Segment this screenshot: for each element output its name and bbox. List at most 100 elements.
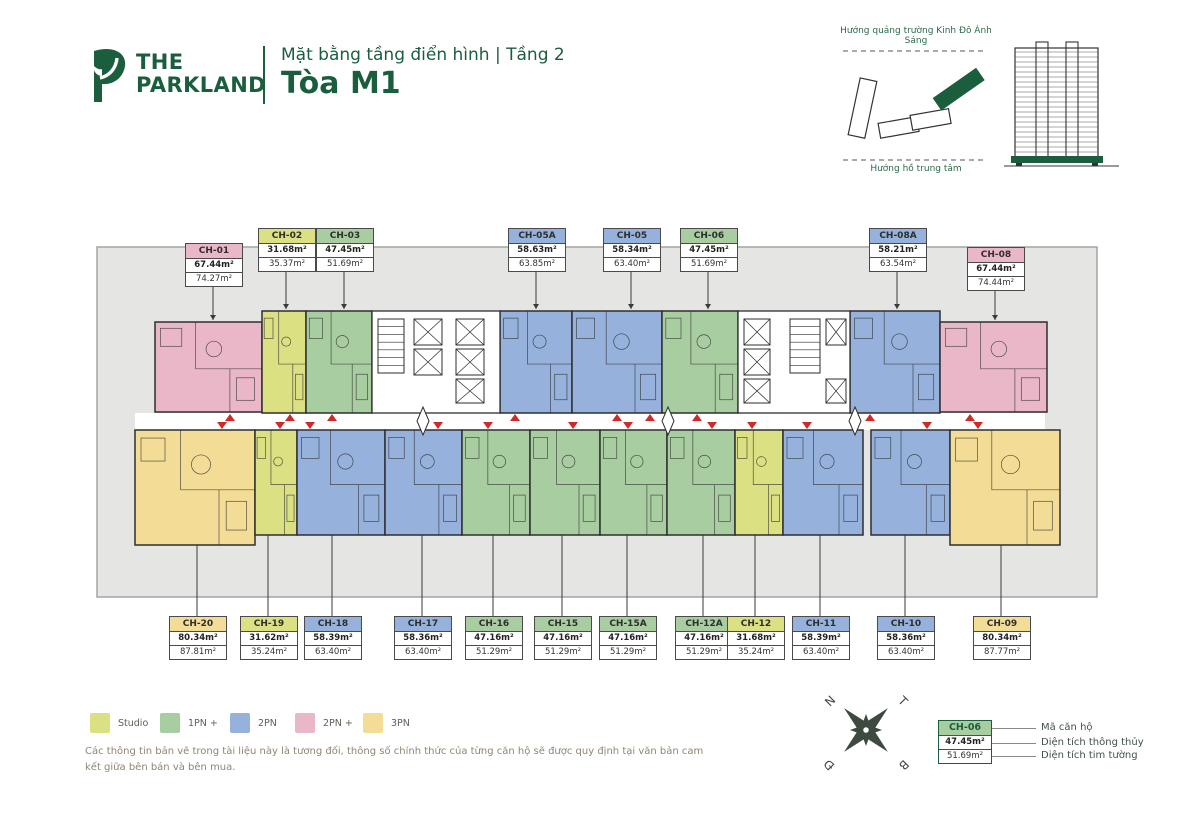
unit-code: CH-20	[170, 617, 226, 632]
key-note-label-code: Mã căn hộ	[1041, 722, 1093, 733]
parkland-logo-icon	[94, 48, 126, 102]
unit-area-net: 80.34m²	[170, 632, 226, 646]
unit-CH-15	[529, 429, 601, 536]
unit-label-CH-10: CH-10 58.36m² 63.40m²	[877, 616, 935, 660]
key-note-line	[992, 728, 1036, 729]
unit-code: CH-08A	[870, 229, 926, 244]
unit-CH-03	[305, 310, 373, 414]
unit-code: CH-01	[186, 244, 242, 259]
legend-label: 3PN	[391, 717, 410, 729]
unit-area-gross: 63.40m²	[604, 258, 660, 271]
unit-label-CH-08: CH-08 67.44m² 74.44m²	[967, 247, 1025, 291]
unit-CH-05A	[499, 310, 573, 414]
unit-CH-09	[949, 429, 1061, 546]
legend-item-2pn: 2PN	[230, 713, 277, 733]
unit-code: CH-15	[535, 617, 591, 632]
unit-label-CH-09: CH-09 80.34m² 87.77m²	[973, 616, 1031, 660]
unit-area-net: 67.44m²	[186, 259, 242, 273]
unit-label-CH-12: CH-12 31.68m² 35.24m²	[727, 616, 785, 660]
disclaimer-text: Các thông tin bản vẽ trong tài liệu này …	[85, 746, 704, 773]
unit-area-gross: 51.29m²	[600, 646, 656, 659]
unit-area-net: 47.16m²	[676, 632, 732, 646]
unit-CH-11	[782, 429, 864, 536]
unit-CH-06	[661, 310, 739, 414]
unit-area-net: 47.16m²	[600, 632, 656, 646]
unit-CH-10	[870, 429, 951, 536]
corridor	[135, 413, 1045, 430]
unit-area-gross: 87.77m²	[974, 646, 1030, 659]
unit-area-gross: 51.29m²	[535, 646, 591, 659]
unit-area-gross: 87.81m²	[170, 646, 226, 659]
page-title: Tòa M1	[281, 66, 401, 101]
interior-partitions	[140, 311, 1060, 545]
unit-area-net: 31.62m²	[241, 632, 297, 646]
unit-area-net: 58.36m²	[878, 632, 934, 646]
key-note-label-net: Diện tích thông thủy	[1041, 737, 1144, 748]
key-note-line	[992, 756, 1036, 757]
compass: N T Đ B	[821, 693, 912, 773]
unit-code: CH-16	[466, 617, 522, 632]
unit-area-gross: 63.40m²	[305, 646, 361, 659]
legend-label: Studio	[118, 717, 149, 729]
unit-label-CH-03: CH-03 47.45m² 51.69m²	[316, 228, 374, 272]
logo-text: THE PARKLAND	[136, 51, 266, 97]
tower-elevation	[1004, 41, 1119, 167]
unit-code: CH-18	[305, 617, 361, 632]
unit-label-CH-15: CH-15 47.16m² 51.29m²	[534, 616, 592, 660]
unit-area-net: 47.16m²	[466, 632, 522, 646]
unit-area-gross: 51.69m²	[681, 258, 737, 271]
unit-area-gross: 63.85m²	[509, 258, 565, 271]
legend-swatch-3pn	[363, 713, 383, 733]
unit-area-net: 67.44m²	[968, 263, 1024, 277]
unit-area-gross: 74.44m²	[968, 277, 1024, 290]
unit-CH-01	[154, 321, 263, 413]
unit-area-net: 31.68m²	[728, 632, 784, 646]
unit-area-gross: 63.40m²	[395, 646, 451, 659]
unit-label-CH-20: CH-20 80.34m² 87.81m²	[169, 616, 227, 660]
compass-letter-b: B	[896, 757, 912, 773]
unit-area-gross: 74.27m²	[186, 273, 242, 286]
key-note-code: CH-06	[939, 721, 991, 736]
compass-letter-n: N	[822, 693, 838, 709]
unit-code: CH-12A	[676, 617, 732, 632]
unit-label-CH-18: CH-18 58.39m² 63.40m²	[304, 616, 362, 660]
unit-label-CH-15A: CH-15A 47.16m² 51.29m²	[599, 616, 657, 660]
unit-label-CH-19: CH-19 31.62m² 35.24m²	[240, 616, 298, 660]
unit-area-net: 47.45m²	[317, 244, 373, 258]
unit-label-CH-08A: CH-08A 58.21m² 63.54m²	[869, 228, 927, 272]
legend-swatch-1pn	[160, 713, 180, 733]
unit-area-gross: 35.24m²	[728, 646, 784, 659]
unit-area-gross: 63.40m²	[878, 646, 934, 659]
unit-code: CH-05	[604, 229, 660, 244]
unit-area-net: 58.36m²	[395, 632, 451, 646]
key-note-line	[992, 743, 1036, 744]
unit-code: CH-12	[728, 617, 784, 632]
unit-code: CH-15A	[600, 617, 656, 632]
logo-line2: PARKLAND	[136, 73, 266, 97]
unit-CH-08	[939, 321, 1048, 413]
legend-swatch-2pn	[230, 713, 250, 733]
legend-swatch-studio	[90, 713, 110, 733]
unit-CH-05	[571, 310, 663, 414]
unit-area-gross: 35.24m²	[241, 646, 297, 659]
unit-label-CH-05A: CH-05A 58.63m² 63.85m²	[508, 228, 566, 272]
unit-CH-12	[734, 429, 784, 536]
unit-code: CH-03	[317, 229, 373, 244]
unit-label-CH-16: CH-16 47.16m² 51.29m²	[465, 616, 523, 660]
direction-top-label: Hướng quảng trường Kinh Đô Ánh Sáng	[840, 26, 992, 46]
unit-area-net: 58.34m²	[604, 244, 660, 258]
unit-CH-18	[296, 429, 386, 536]
unit-code: CH-02	[259, 229, 315, 244]
unit-area-gross: 63.54m²	[870, 258, 926, 271]
unit-CH-12A	[666, 429, 736, 536]
building-outline-2	[877, 107, 952, 139]
legend-label: 1PN +	[188, 717, 218, 729]
unit-CH-08A	[849, 310, 941, 414]
elevators-stairs	[377, 318, 847, 404]
legend-label: 2PN +	[323, 717, 353, 729]
unit-label-CH-02: CH-02 31.68m² 35.37m²	[258, 228, 316, 272]
unit-code: CH-17	[395, 617, 451, 632]
leader-lines	[196, 270, 1002, 616]
header: THE PARKLAND Mặt bằng tầng điển hình | T…	[0, 0, 820, 130]
unit-code: CH-11	[793, 617, 849, 632]
